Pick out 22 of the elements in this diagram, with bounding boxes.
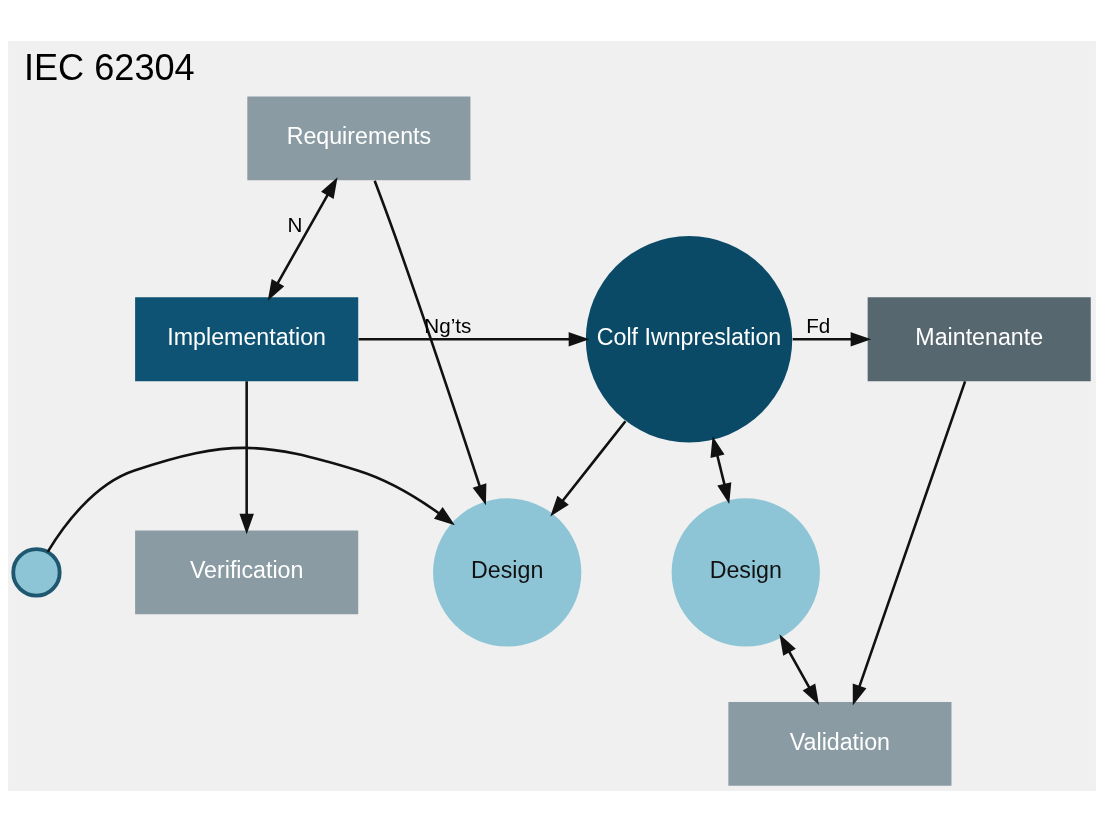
arrow (550, 420, 627, 517)
arrow (710, 436, 732, 504)
arrow (239, 381, 254, 535)
arrow (779, 634, 819, 706)
arrow (267, 177, 338, 301)
node-box: Maintenante (867, 297, 1091, 382)
node-box: Validation (728, 702, 952, 786)
node-circle (11, 547, 62, 598)
arrow (46, 446, 455, 553)
diagram-title: IEC 62304 (24, 47, 195, 89)
arrow (852, 380, 967, 706)
edge-label: Fd (806, 313, 831, 337)
arrow (358, 332, 590, 347)
edge-label: Ng’ts (424, 313, 472, 337)
node-box: Verification (135, 530, 359, 615)
node-circle: Design (671, 498, 820, 647)
arrow (792, 332, 872, 347)
node-box: Requirements (247, 96, 471, 181)
node-circle: Colf Iwnpreslation (585, 236, 793, 443)
node-box: Implementation (135, 297, 359, 382)
arrow (373, 180, 487, 506)
edge-label: N (287, 213, 303, 237)
